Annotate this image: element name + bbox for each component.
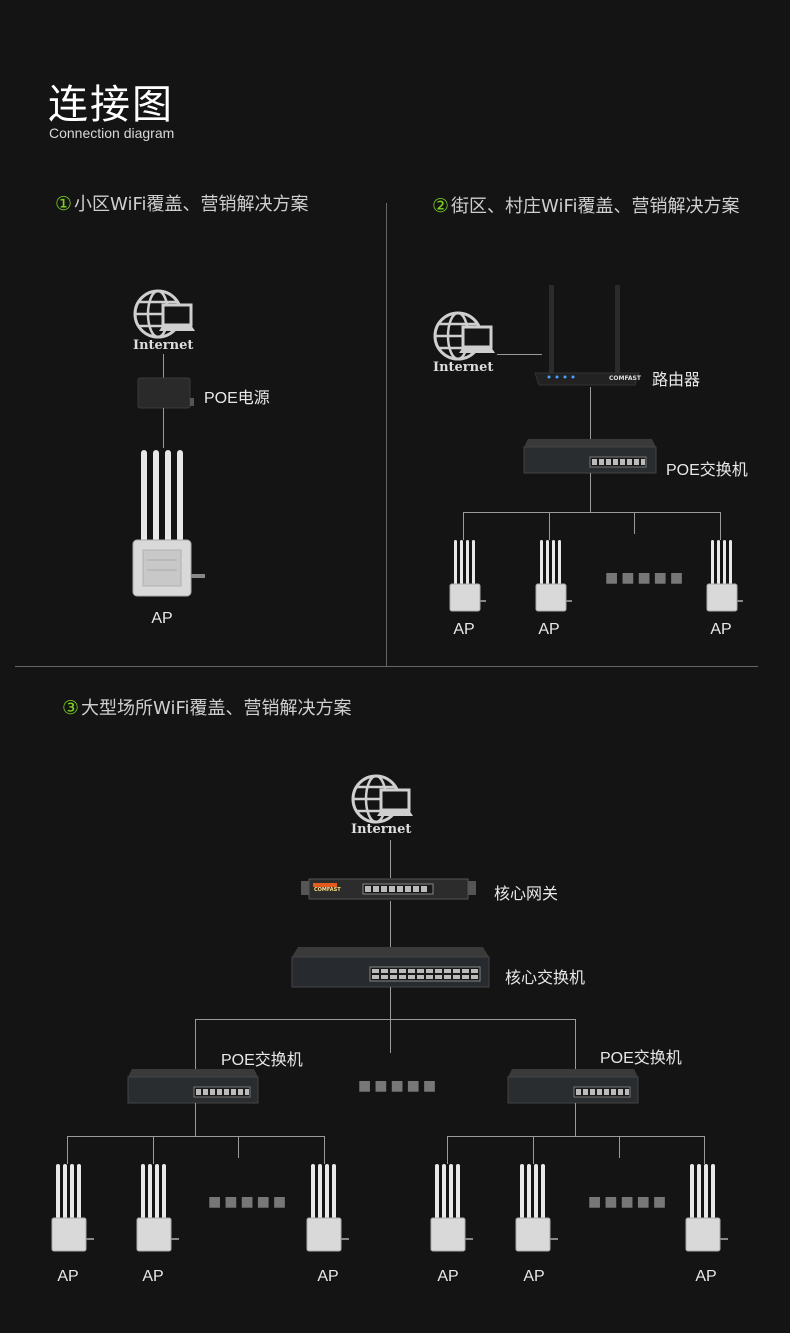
globe-laptop-icon: [433, 311, 495, 361]
poe-switch-label: POE交换机: [221, 1052, 303, 1069]
connector-line: [67, 1136, 68, 1164]
ap-label: AP: [695, 1268, 717, 1285]
outdoor-ap-icon: [132, 450, 205, 597]
poe-switch-label: POE交换机: [600, 1050, 682, 1067]
ellipsis-dots: ■■■■■: [358, 1078, 440, 1094]
switch-icon: [507, 1069, 639, 1104]
outdoor-ap-icon: [51, 1164, 94, 1252]
section-2-number: ②: [432, 195, 450, 217]
connector-line: [704, 1136, 705, 1164]
connector-line: [497, 354, 542, 355]
ap-label: AP: [142, 1268, 164, 1285]
internet-label: Internet: [433, 360, 494, 375]
connector-line: [447, 1136, 448, 1164]
poe-adapter-icon: [137, 377, 194, 409]
globe-laptop-icon: [351, 774, 413, 824]
connector-line: [67, 1136, 324, 1137]
section-1-text: 小区WiFi覆盖、营销解决方案: [74, 194, 309, 215]
outdoor-ap-icon: [430, 1164, 473, 1252]
connector-line: [463, 512, 464, 540]
ap-label: AP: [57, 1268, 79, 1285]
ap-label: AP: [453, 621, 475, 638]
outdoor-ap-icon: [706, 540, 743, 612]
connector-line: [463, 512, 720, 513]
connector-line: [390, 1019, 391, 1053]
switch-icon: [127, 1069, 259, 1104]
outdoor-ap-icon: [515, 1164, 558, 1252]
connector-line: [163, 354, 164, 378]
connector-line: [390, 840, 391, 878]
connector-line: [590, 473, 591, 512]
outdoor-ap-icon: [306, 1164, 349, 1252]
connector-line: [447, 1136, 705, 1137]
ap-label: AP: [523, 1268, 545, 1285]
connector-line: [590, 387, 591, 439]
connector-line: [619, 1136, 620, 1158]
page-title: 连接图: [48, 82, 174, 128]
core-gateway-label: 核心网关: [494, 886, 559, 903]
connector-line: [195, 1019, 576, 1020]
poe-switch-label: POE交换机: [666, 462, 748, 479]
connector-line: [549, 512, 550, 540]
outdoor-ap-icon: [685, 1164, 728, 1252]
gateway-brand: COMFAST: [314, 887, 341, 893]
section-3-number: ③: [62, 697, 80, 719]
router-label: 路由器: [652, 372, 701, 389]
connector-line: [324, 1136, 325, 1164]
ap-label: AP: [538, 621, 560, 638]
connector-line: [634, 512, 635, 534]
connector-line: [575, 1019, 576, 1069]
switch-icon: [291, 947, 490, 988]
globe-laptop-icon: [133, 289, 195, 339]
ellipsis-dots: ■■■■■: [208, 1194, 290, 1210]
core-switch-label: 核心交换机: [505, 970, 586, 987]
connector-line: [720, 512, 721, 540]
ap-label: AP: [710, 621, 732, 638]
router-icon: [534, 285, 640, 386]
outdoor-ap-icon: [535, 540, 572, 612]
connector-line: [153, 1136, 154, 1164]
gateway-icon: [301, 878, 476, 900]
router-brand: COMFAST: [609, 375, 641, 382]
ap-label: AP: [437, 1268, 459, 1285]
section-3-text: 大型场所WiFi覆盖、营销解决方案: [81, 698, 352, 719]
section-divider-vertical: [386, 203, 387, 666]
section-1-number: ①: [55, 193, 73, 215]
connector-line: [195, 1019, 196, 1069]
poe-power-label: POE电源: [204, 390, 270, 407]
outdoor-ap-icon: [449, 540, 486, 612]
ellipsis-dots: ■■■■■: [605, 570, 687, 586]
connector-line: [390, 987, 391, 1019]
connector-line: [238, 1136, 239, 1158]
ap-label: AP: [151, 610, 173, 627]
connector-line: [163, 408, 164, 448]
internet-label: Internet: [133, 338, 194, 353]
ap-label: AP: [317, 1268, 339, 1285]
connector-line: [390, 901, 391, 947]
page-subtitle: Connection diagram: [49, 125, 175, 141]
connector-line: [533, 1136, 534, 1164]
section-divider-horizontal: [15, 666, 758, 667]
section-2-text: 街区、村庄WiFi覆盖、营销解决方案: [451, 196, 740, 217]
outdoor-ap-icon: [136, 1164, 179, 1252]
connector-line: [575, 1103, 576, 1136]
switch-icon: [523, 439, 657, 474]
ellipsis-dots: ■■■■■: [588, 1194, 670, 1210]
internet-label: Internet: [351, 822, 412, 837]
connector-line: [195, 1103, 196, 1136]
